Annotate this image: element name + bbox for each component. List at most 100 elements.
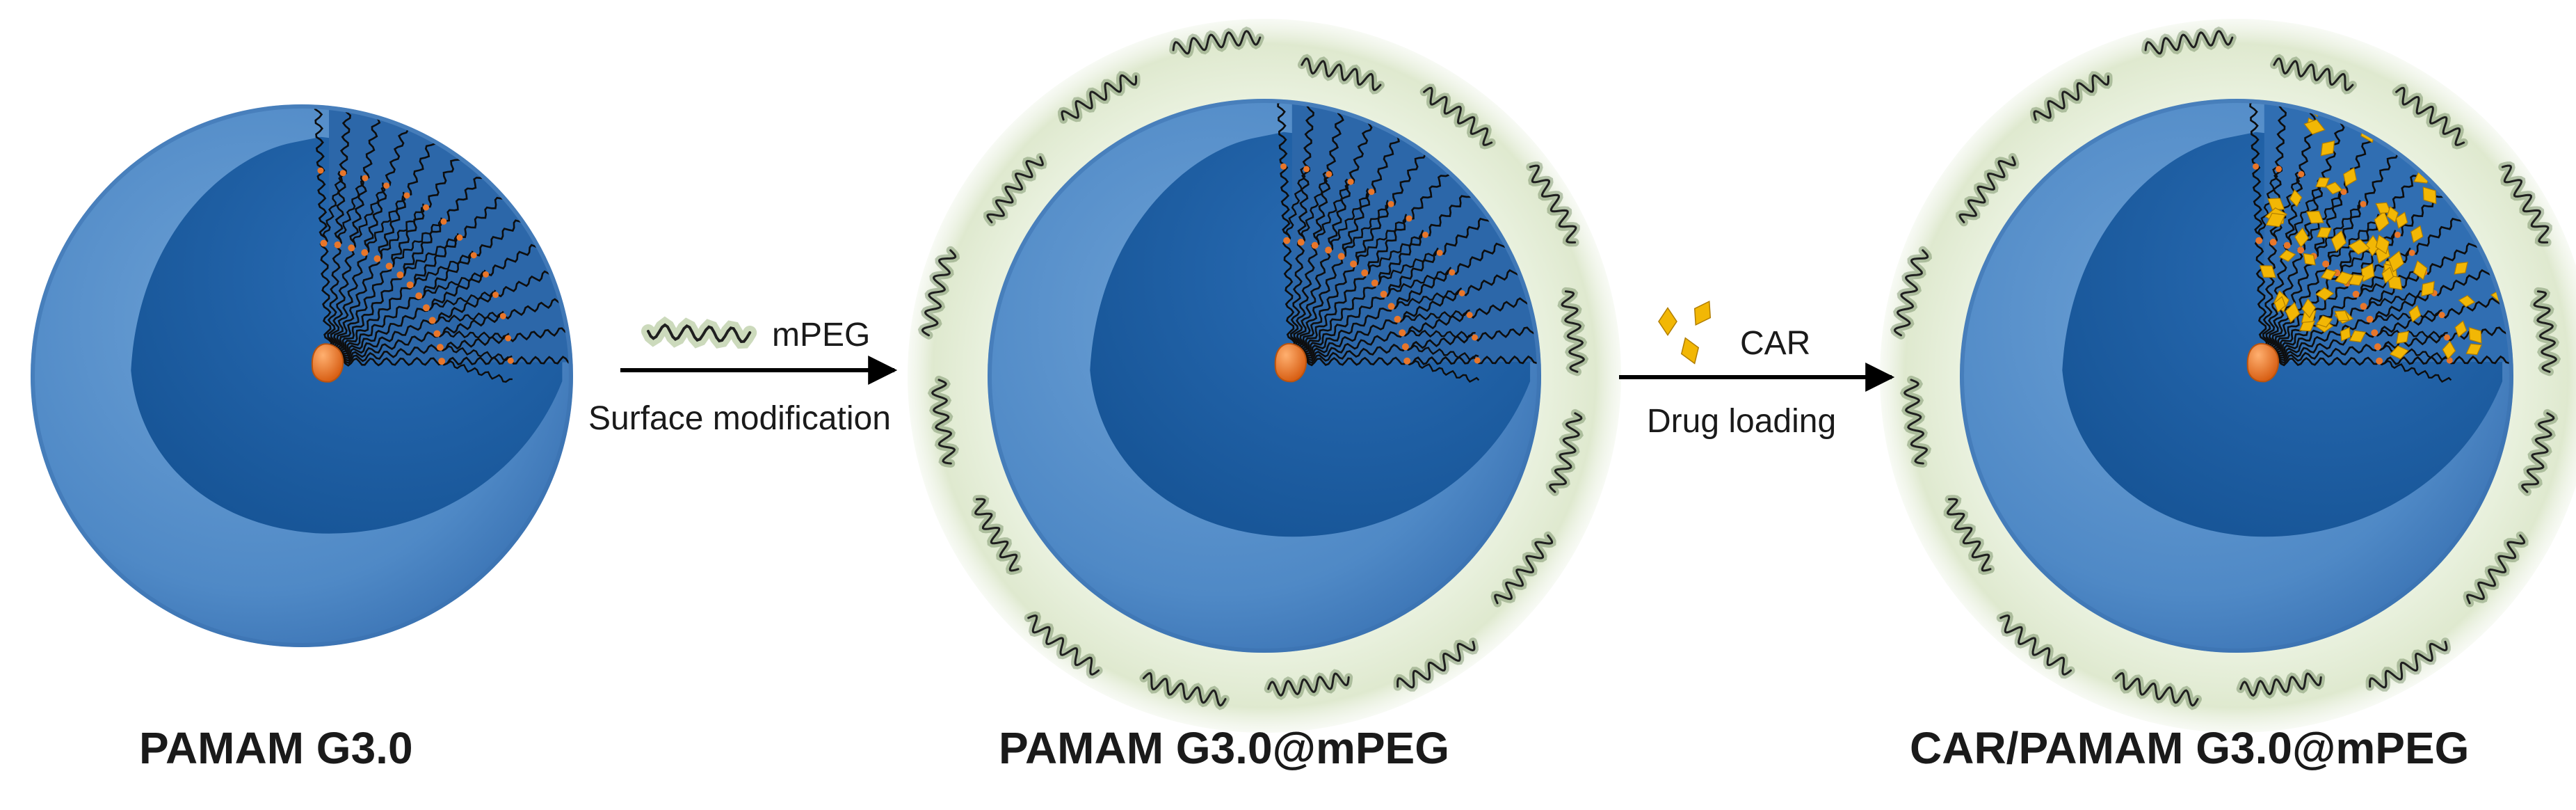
peg-chain — [2273, 57, 2354, 91]
dendrimer-branch — [1353, 214, 1408, 265]
drug-molecule — [2285, 301, 2301, 323]
drug-molecule — [2306, 210, 2324, 224]
dendrimer-branch — [439, 345, 513, 362]
peg-chain-icon — [641, 316, 757, 349]
dendrimer-branch — [1285, 166, 1306, 241]
branch-node — [334, 241, 341, 248]
drug-molecule — [2421, 280, 2435, 297]
branch-node — [1422, 231, 1429, 238]
drug-molecule — [2408, 305, 2422, 323]
drug-molecule — [2278, 249, 2296, 262]
dendrimer-branch — [1396, 309, 1470, 323]
peg-chain — [2466, 534, 2526, 605]
dendrimer-branch — [1406, 360, 1480, 383]
peg-chain — [1494, 534, 1554, 605]
branch-node — [1361, 269, 1369, 277]
dendrimer-branch — [2376, 344, 2452, 360]
dendrimer-branch — [426, 289, 497, 311]
step-2-process-label: Drug loading — [1647, 403, 1837, 440]
dendrimer-branch — [328, 344, 441, 366]
peg-chain — [2369, 640, 2448, 689]
peg-chain — [1061, 74, 1138, 121]
dendrimer-branch — [436, 331, 510, 340]
drug-molecule — [2315, 287, 2335, 301]
branch-node — [415, 292, 423, 300]
dendrimer-branch — [2263, 343, 2379, 366]
peg-chain — [1893, 249, 1929, 337]
peg-chain — [1958, 156, 2016, 223]
peg-chain — [1903, 379, 1929, 465]
branch-node — [1371, 279, 1378, 287]
branch-node — [2352, 290, 2360, 298]
dendrimer-branch — [1328, 188, 1369, 251]
dendrimer-branch — [2264, 255, 2316, 363]
drug-molecule — [2320, 140, 2335, 157]
branch-node — [1311, 241, 1319, 249]
branch-node — [436, 344, 444, 351]
branch-node — [2255, 237, 2263, 244]
drug-molecule — [2410, 225, 2424, 244]
branch-node — [406, 281, 414, 289]
branch-node — [2333, 269, 2341, 277]
branch-node — [339, 170, 346, 177]
dendrimer-branch — [328, 356, 442, 367]
branch-node — [1401, 343, 1409, 351]
dendrimer-branch — [364, 191, 406, 254]
drug-crystal-icon — [1658, 300, 1712, 365]
dendrimer-branch — [431, 310, 504, 324]
branch-node — [433, 330, 441, 338]
branch-node — [428, 317, 436, 324]
dendrimer-branch — [1282, 240, 1296, 363]
drug-molecule — [2395, 212, 2408, 229]
drug-molecule — [2389, 345, 2409, 360]
branch-node — [2253, 163, 2260, 170]
branch-node — [1325, 246, 1333, 254]
dendrimer-branch — [2254, 240, 2269, 363]
drug-molecule — [2340, 326, 2351, 342]
branch-node — [2366, 315, 2374, 323]
drug-molecule — [2334, 271, 2354, 285]
dendrimer-branch — [328, 267, 392, 363]
dendrimer-branch — [328, 296, 421, 365]
dendrimer-branch — [1291, 356, 1408, 367]
branch-node — [2360, 303, 2367, 310]
stage-3-title: CAR/PAMAM G3.0@mPEG — [1910, 723, 2470, 773]
peg-chain — [1267, 672, 1350, 697]
peg-chain — [2033, 74, 2110, 121]
dendrimer-branch — [2273, 171, 2301, 244]
dendrimer-branch — [1291, 331, 1403, 365]
dendrimer-branch — [441, 360, 513, 383]
branch-node — [505, 335, 512, 342]
branch-node — [2322, 260, 2330, 268]
dendrimer-branch — [1291, 255, 1344, 363]
dendrimer-branch — [351, 182, 386, 249]
branch-node — [1387, 200, 1394, 207]
dendrimer-branch — [328, 286, 413, 364]
branch-node — [317, 167, 324, 174]
branch-node — [2269, 239, 2277, 246]
branch-node — [507, 357, 514, 364]
branch-node — [1472, 334, 1479, 341]
drug-molecule — [2303, 253, 2316, 266]
drug-molecule — [2273, 296, 2286, 313]
dendrimer-branch — [314, 109, 328, 244]
sphere-rim — [1960, 99, 2513, 653]
branch-node — [1283, 237, 1291, 244]
branch-node — [361, 248, 369, 256]
branch-quadrant — [314, 109, 569, 383]
dendrimer-branch — [1288, 241, 1305, 363]
branch-node — [403, 192, 410, 199]
step-2-reagent-label: CAR — [1740, 325, 1811, 362]
dendrimer-branch — [1291, 272, 1367, 363]
dendrimer-branch — [2369, 309, 2442, 323]
peg-chain — [2521, 412, 2555, 493]
drug-molecule — [2348, 273, 2365, 286]
particle-1 — [31, 104, 573, 647]
dendrimer-branch — [1291, 262, 1355, 363]
branch-node — [373, 255, 381, 262]
peg-chain — [1423, 86, 1493, 146]
branch-node — [2275, 166, 2282, 173]
branch-node — [492, 292, 499, 299]
branch-node — [1406, 215, 1412, 222]
